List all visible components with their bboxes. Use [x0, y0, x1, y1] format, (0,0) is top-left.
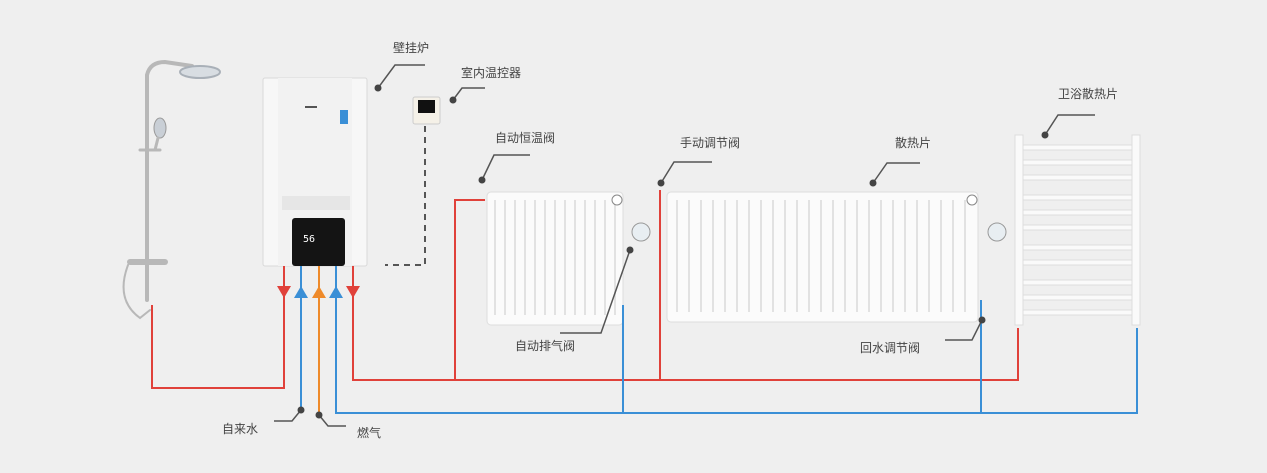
label-radiator: 散热片 [895, 136, 932, 150]
label-manual-valve: 手动调节阀 [680, 136, 741, 150]
radiator-2 [666, 191, 1007, 323]
bath-radiator [1014, 134, 1141, 326]
arrow-up-icon [329, 286, 343, 298]
boiler-temperature-display: 56 [303, 234, 316, 245]
arrow-up-icon [294, 286, 308, 298]
arrow-down-icon [277, 286, 291, 298]
radiator-1 [486, 191, 651, 326]
thermostat-wire [385, 126, 426, 266]
label-return-valve: 回水调节阀 [860, 341, 921, 355]
label-thermostat: 室内温控器 [461, 66, 522, 80]
label-boiler: 壁挂炉 [393, 41, 430, 55]
boiler [262, 77, 368, 267]
heating-return-pipe [335, 266, 1138, 414]
label-tap-water: 自来水 [222, 422, 259, 436]
thermostat [412, 96, 441, 125]
label-auto-vent-valve: 自动排气阀 [515, 339, 576, 353]
leader-lines [274, 64, 1095, 427]
hot-water-pipe-shower [151, 266, 285, 389]
arrow-up-icon [312, 286, 326, 298]
label-gas: 燃气 [357, 426, 382, 440]
label-bath-radiator: 卫浴散热片 [1058, 87, 1119, 101]
leader-dots [297, 84, 1049, 419]
arrow-down-icon [346, 286, 360, 298]
heating-supply-pipe [352, 266, 1019, 381]
supply-riser-1 [454, 199, 485, 380]
label-auto-thermo-valve: 自动恒温阀 [495, 131, 556, 145]
shower [122, 59, 221, 320]
